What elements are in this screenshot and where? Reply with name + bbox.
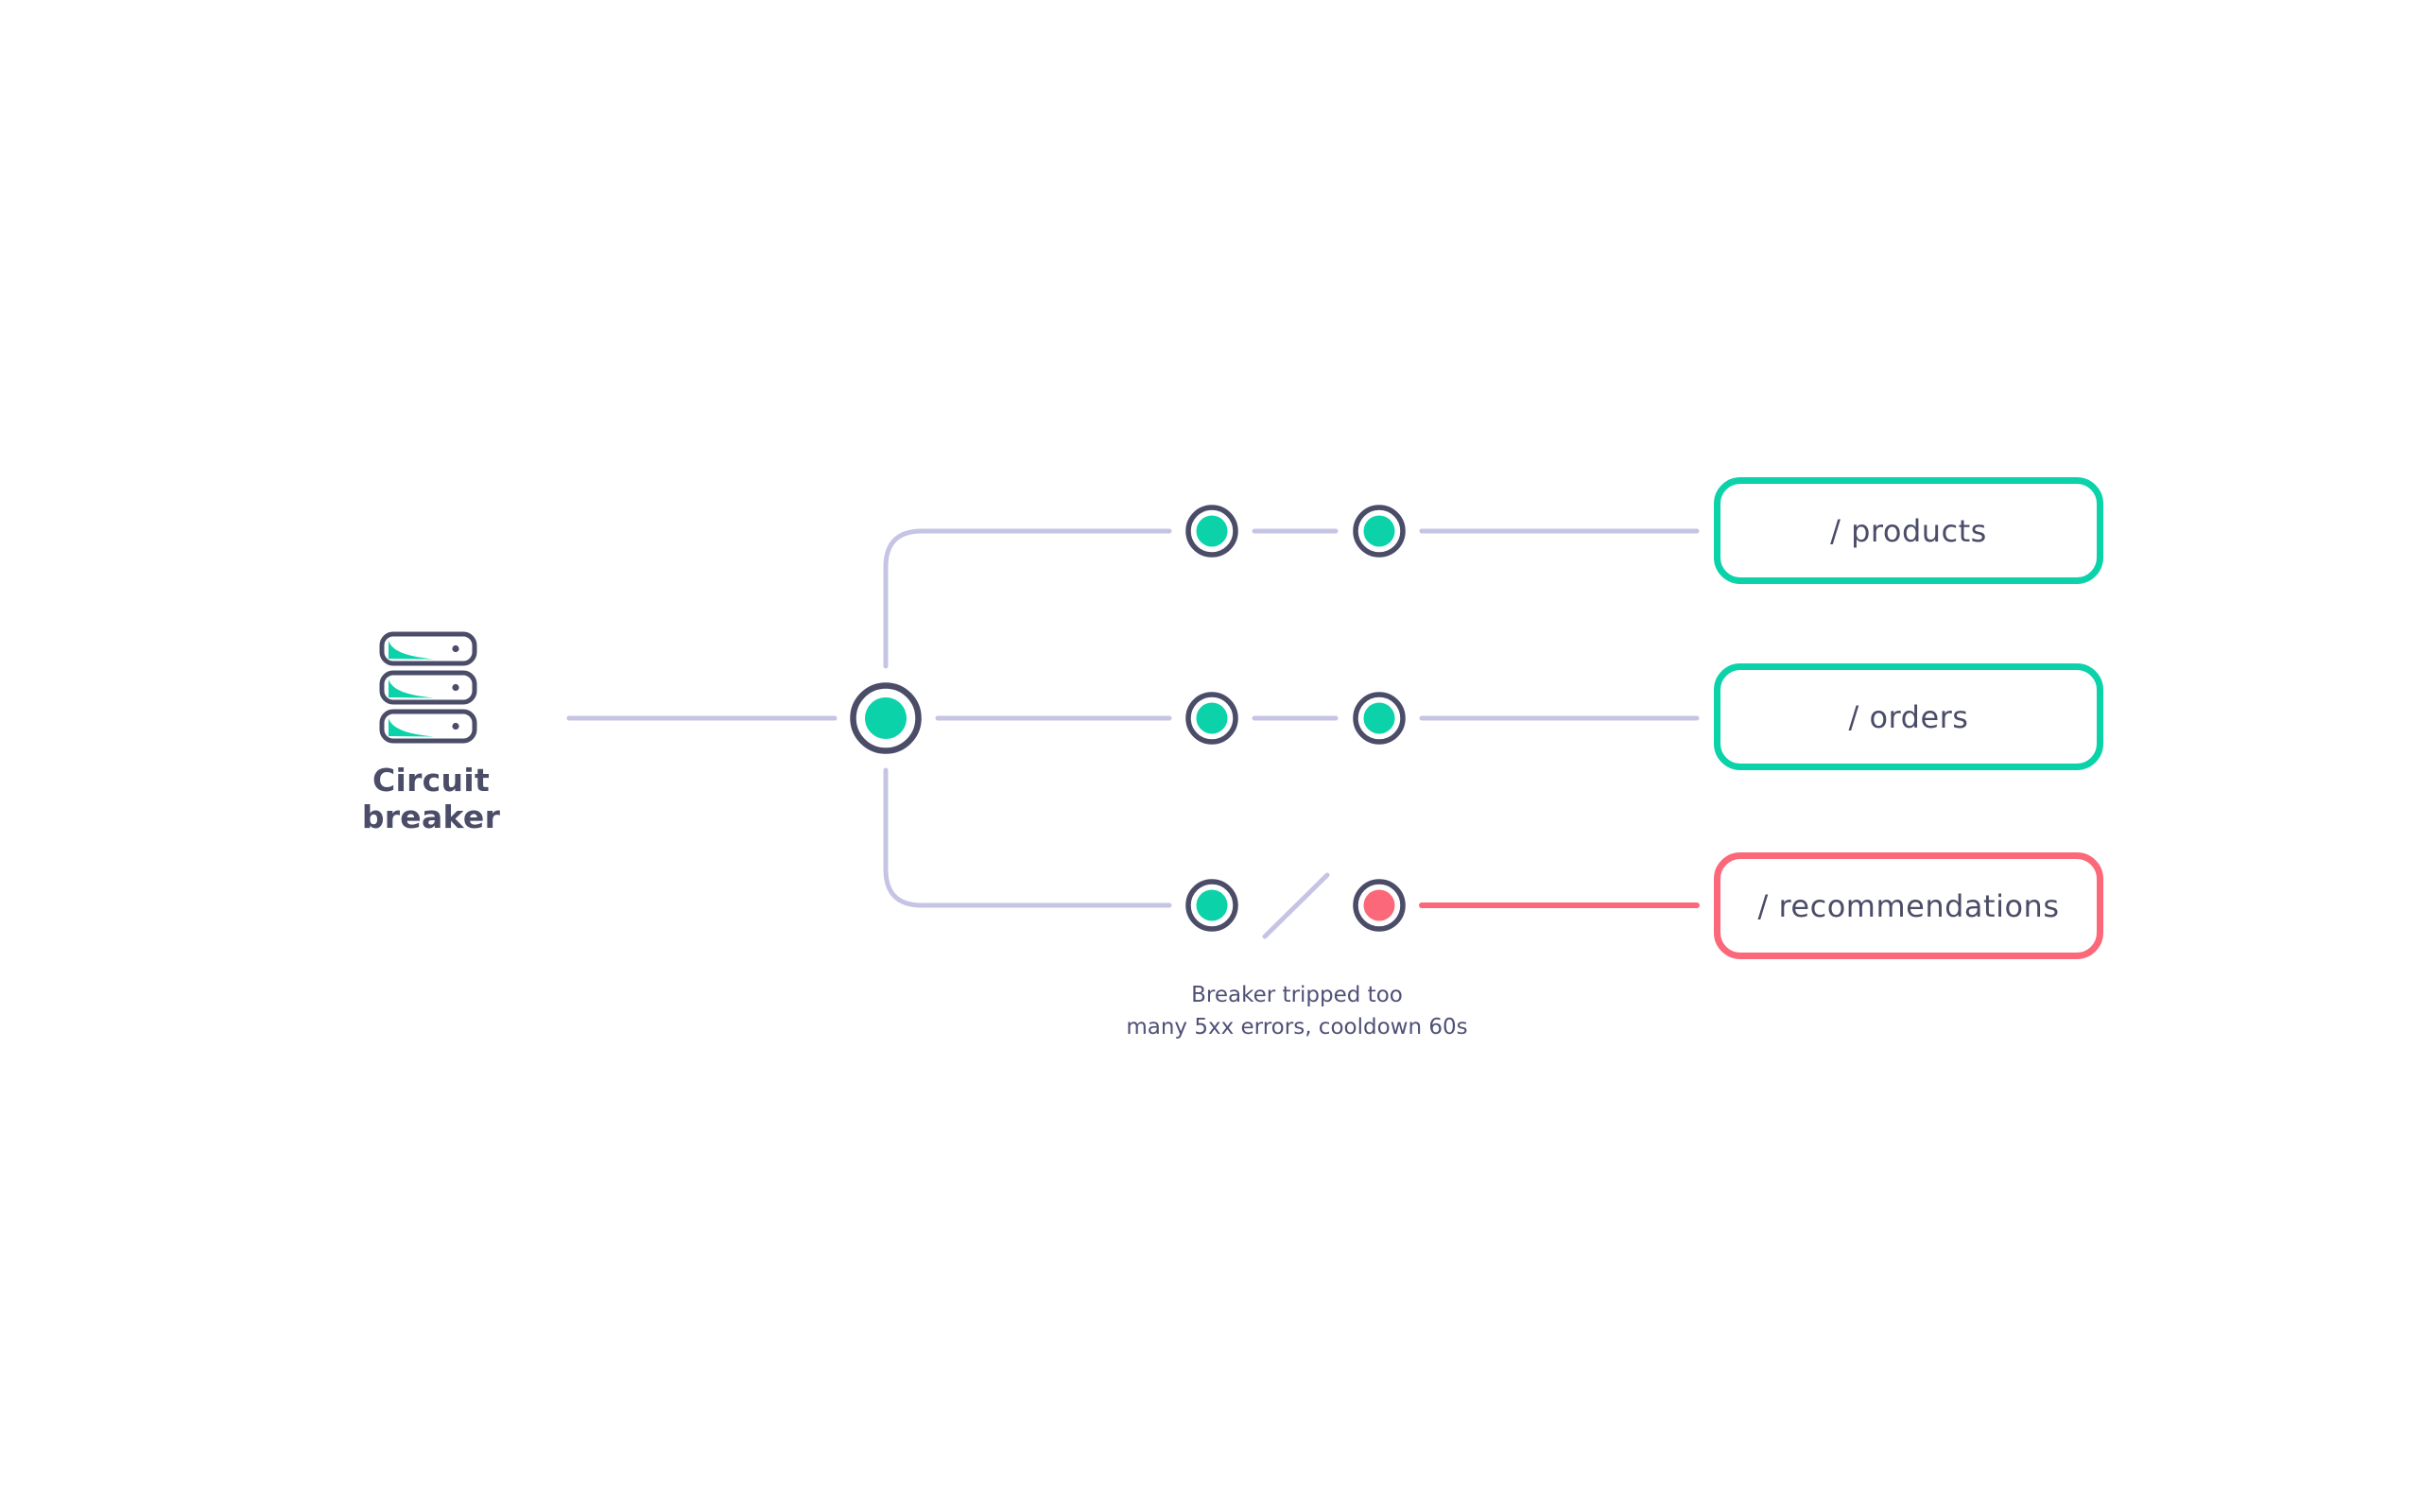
probe-node-recommendations-a xyxy=(1185,879,1238,932)
caption-line-2: many 5xx errors, cooldown 60s xyxy=(1126,1015,1468,1040)
probe-node-orders-a xyxy=(1185,692,1238,745)
probe-node-products-b xyxy=(1353,505,1406,558)
endpoint-label: / orders xyxy=(1848,698,1969,735)
caption-line-1: Breaker tripped too xyxy=(1191,983,1403,1007)
breaker-node xyxy=(850,682,922,754)
endpoint-orders: / orders xyxy=(1714,663,2103,770)
endpoint-products: / products xyxy=(1714,477,2103,584)
circuit-breaker-source xyxy=(379,631,477,747)
branch-products-line xyxy=(883,528,1172,669)
probe-node-orders-b xyxy=(1353,692,1406,745)
probe-node-products-a xyxy=(1185,505,1238,558)
circuit-breaker-label: Circuit breaker xyxy=(361,762,501,835)
endpoint-recommendations: / recommendations xyxy=(1714,852,2103,959)
probe-node-recommendations-b-error xyxy=(1353,879,1406,932)
branch-recommendations-line xyxy=(883,767,1172,908)
server-stack-icon xyxy=(379,631,477,744)
endpoint-label: / products xyxy=(1830,512,1987,549)
endpoint-label: / recommendations xyxy=(1757,887,2060,924)
breaker-caption: Breaker tripped too many 5xx errors, coo… xyxy=(1087,979,1507,1043)
diagonal-slash-icon xyxy=(1262,872,1330,939)
